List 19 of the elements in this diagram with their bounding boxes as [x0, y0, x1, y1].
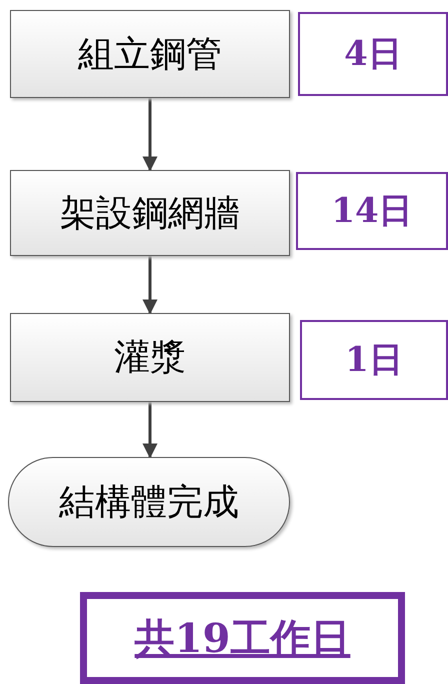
arrow — [142, 402, 158, 458]
node-text: 組立鋼管 — [78, 32, 222, 76]
node-text: 共19工作日 — [134, 614, 350, 664]
process-box — [10, 10, 290, 98]
node-text: 14日 — [331, 190, 413, 233]
terminal-box — [8, 457, 290, 547]
process-box — [10, 170, 290, 256]
node-text: 灌漿 — [114, 336, 186, 380]
arrow — [142, 256, 158, 314]
duration-box — [298, 12, 448, 96]
duration-box — [300, 320, 448, 400]
duration-box — [296, 172, 448, 250]
node-text: 1日 — [345, 339, 403, 382]
total-box — [80, 592, 405, 684]
node-text: 結構體完成 — [59, 480, 239, 524]
process-box — [10, 313, 290, 402]
node-text: 4日 — [344, 33, 402, 76]
node-text: 架設鋼網牆 — [60, 192, 240, 236]
arrow — [142, 98, 158, 172]
